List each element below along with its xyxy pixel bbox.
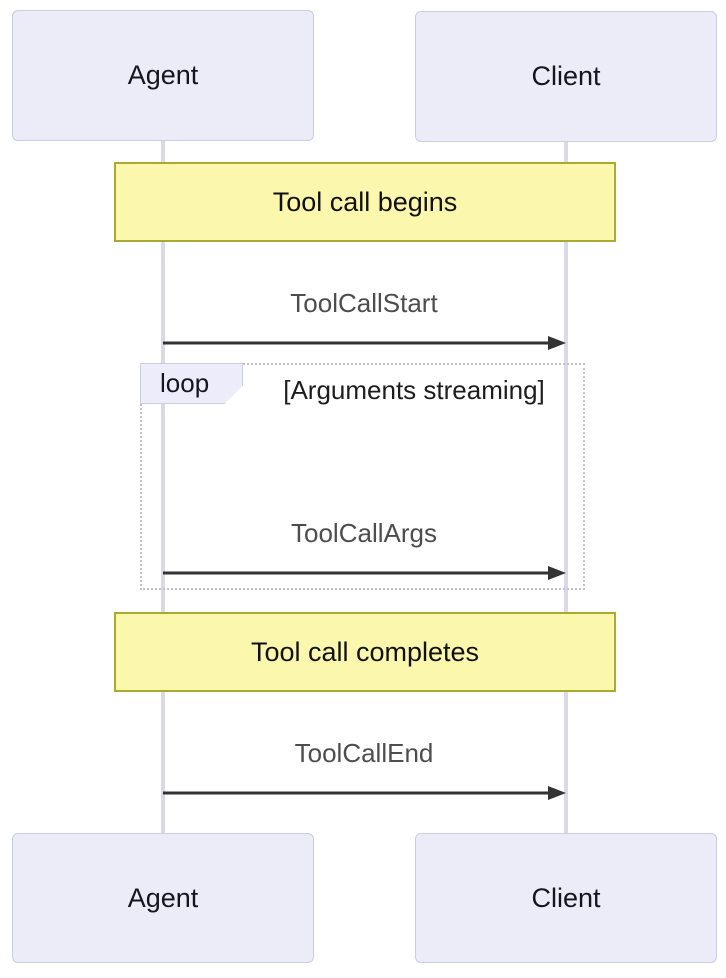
message-label-toolcallend: ToolCallEnd	[294, 738, 434, 768]
actor-label: Agent	[127, 60, 199, 90]
note-label: Tool call completes	[250, 636, 480, 667]
message-arrow-toolcallend	[163, 786, 566, 800]
lifeline-agent	[161, 141, 165, 833]
message-label-toolcallstart: ToolCallStart	[290, 288, 438, 318]
note-tool-call-begins: Tool call begins	[114, 162, 616, 242]
actor-top-client: Client	[415, 11, 717, 142]
loop-tag: loop	[140, 363, 243, 404]
note-label: Tool call begins	[272, 186, 458, 217]
message-arrow-toolcallargs	[163, 566, 566, 580]
loop-frame	[140, 363, 585, 590]
loop-tag-label: loop	[160, 368, 210, 398]
actor-top-agent: Agent	[12, 10, 314, 141]
lifeline-client	[564, 141, 568, 833]
note-tool-call-completes: Tool call completes	[114, 612, 616, 692]
message-arrow-toolcallstart	[163, 336, 566, 350]
actor-label: Agent	[127, 882, 199, 913]
actor-bottom-client: Client	[415, 833, 717, 963]
actor-bottom-agent: Agent	[12, 833, 314, 963]
actor-label: Client	[531, 882, 601, 913]
message-label-toolcallargs: ToolCallArgs	[291, 518, 437, 548]
actor-label: Client	[531, 61, 601, 91]
loop-condition: [Arguments streaming]	[283, 375, 545, 405]
